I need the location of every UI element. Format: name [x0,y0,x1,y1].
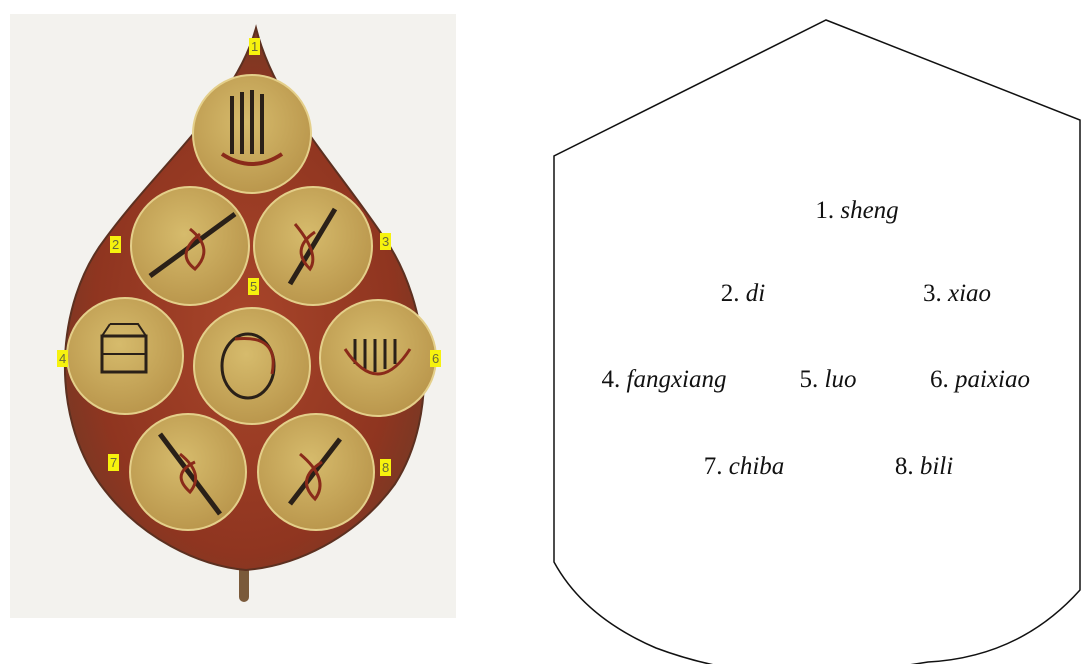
medallion-paixiao [320,300,436,416]
marker-6: 6 [430,350,441,367]
marker-4: 4 [57,350,68,367]
legend-item-2: 2. di [721,280,765,308]
legend-item-4: 4. fangxiang [602,366,727,394]
marker-5: 5 [248,278,259,295]
medallion-sheng [193,75,311,193]
marker-8: 8 [380,459,391,476]
medallion-fangxiang [67,298,183,414]
medallion-luo [194,308,310,424]
marker-7: 7 [108,454,119,471]
painted-board-photo: 1 2 3 4 5 6 7 8 [10,14,456,618]
legend-item-6: 6. paixiao [930,366,1030,394]
marker-1: 1 [249,38,260,55]
medallion-xiao [254,187,372,305]
medallion-chiba [130,414,246,530]
legend-shield: 1. sheng 2. di 3. xiao 4. fangxiang 5. l… [550,12,1082,664]
legend-item-3: 3. xiao [923,280,991,308]
legend-item-7: 7. chiba [704,453,785,481]
legend-item-1: 1. sheng [815,197,898,225]
medallion-di [131,187,249,305]
board-illustration [10,14,456,618]
legend-item-8: 8. bili [895,453,953,481]
marker-3: 3 [380,233,391,250]
shield-outline [550,12,1082,664]
marker-2: 2 [110,236,121,253]
legend-item-5: 5. luo [800,366,857,394]
medallion-bili [258,414,374,530]
